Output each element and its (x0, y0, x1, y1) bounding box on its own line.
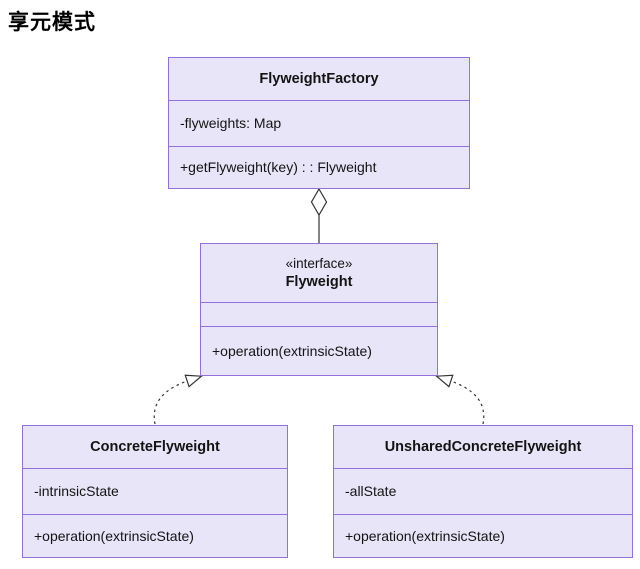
class-member: +operation(extrinsicState) (212, 342, 372, 359)
class-stereotype: «interface» (285, 256, 353, 271)
class-methods-section: +operation(extrinsicState) (23, 515, 287, 557)
class-member: -flyweights: Map (180, 115, 282, 132)
class-attributes-section: -allState (334, 469, 632, 515)
class-attributes-section (201, 303, 437, 327)
class-member: +getFlyweight(key) : : Flyweight (180, 159, 377, 176)
class-name: Flyweight (285, 274, 353, 290)
class-member: +operation(extrinsicState) (345, 527, 505, 544)
class-attributes-section: -intrinsicState (23, 469, 287, 515)
realization-arrow-right (435, 374, 485, 425)
page-title: 享元模式 (8, 11, 96, 34)
class-member: +operation(extrinsicState) (34, 527, 194, 544)
aggregation-diamond-icon (310, 187, 328, 217)
aggregation-edge (310, 187, 328, 243)
class-box-flyweight-factory: FlyweightFactory -flyweights: Map +getFl… (168, 57, 470, 189)
class-box-flyweight: «interface» Flyweight +operation(extrins… (200, 243, 438, 376)
class-header: «interface» Flyweight (201, 244, 437, 303)
class-header: UnsharedConcreteFlyweight (334, 426, 632, 469)
class-methods-section: +getFlyweight(key) : : Flyweight (169, 147, 469, 188)
class-attributes-section: -flyweights: Map (169, 101, 469, 147)
class-name: ConcreteFlyweight (90, 439, 220, 455)
class-methods-section: +operation(extrinsicState) (334, 515, 632, 557)
class-methods-section: +operation(extrinsicState) (201, 327, 437, 375)
class-member: -intrinsicState (34, 483, 119, 500)
class-header: FlyweightFactory (169, 58, 469, 101)
class-name: UnsharedConcreteFlyweight (384, 439, 582, 455)
class-name: FlyweightFactory (259, 71, 379, 87)
class-box-unshared-concrete-flyweight: UnsharedConcreteFlyweight -allState +ope… (333, 425, 633, 558)
class-box-concrete-flyweight: ConcreteFlyweight -intrinsicState +opera… (22, 425, 288, 558)
class-member: -allState (345, 483, 397, 500)
realization-arrow-left (153, 374, 203, 425)
class-header: ConcreteFlyweight (23, 426, 287, 469)
